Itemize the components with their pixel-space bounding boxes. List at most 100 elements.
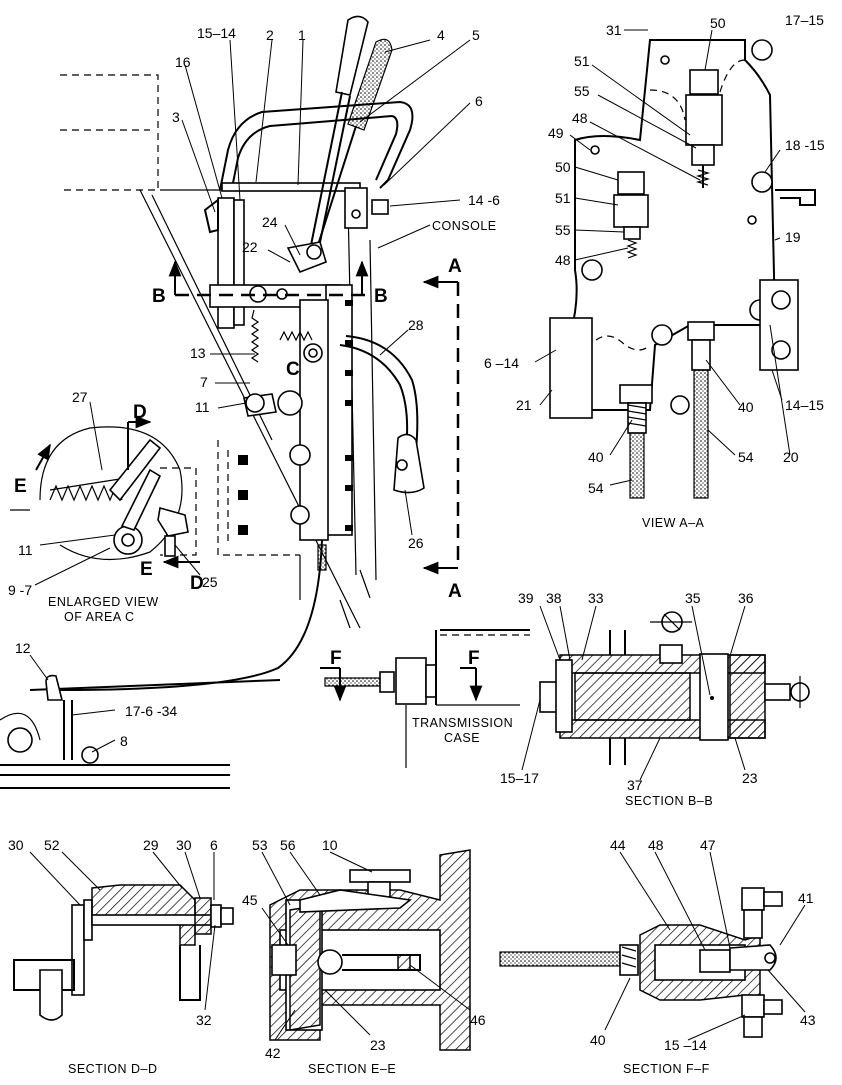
label-transmission: TRANSMISSION xyxy=(412,716,513,730)
callout-31: 31 xyxy=(606,22,622,38)
callout-1: 1 xyxy=(298,27,306,43)
label-of-area-c: OF AREA C xyxy=(64,610,135,624)
callout-51a: 51 xyxy=(574,53,590,69)
callout-32: 32 xyxy=(196,1012,212,1028)
leader-lines xyxy=(29,29,806,1041)
callout-3: 3 xyxy=(172,109,180,125)
callout-24: 24 xyxy=(262,214,278,230)
callout-48b: 48 xyxy=(555,252,571,268)
callout-10: 10 xyxy=(322,837,338,853)
callout-26: 26 xyxy=(408,535,424,551)
caption-view-aa: VIEW A–A xyxy=(642,516,705,530)
callout-14-6: 14 -6 xyxy=(468,192,500,208)
callout-6b: 6 xyxy=(210,837,218,853)
letter-f-left: F xyxy=(330,648,342,669)
section-dd xyxy=(13,884,234,1021)
callout-22: 22 xyxy=(242,239,258,255)
callout-55a: 55 xyxy=(574,83,590,99)
callout-50a: 50 xyxy=(710,15,726,31)
callout-36: 36 xyxy=(738,590,754,606)
callout-15-14: 15–14 xyxy=(197,25,236,41)
callout-17-6-34: 17-6 -34 xyxy=(125,703,177,719)
callout-11a: 11 xyxy=(195,399,210,415)
callout-4: 4 xyxy=(437,27,445,43)
callout-56: 56 xyxy=(280,837,296,853)
callout-14-15: 14–15 xyxy=(785,397,824,413)
callout-9-7: 9 -7 xyxy=(8,582,32,598)
caption-section-ff: SECTION F–F xyxy=(623,1062,710,1076)
callout-7: 7 xyxy=(200,374,208,390)
callout-2: 2 xyxy=(266,27,274,43)
callout-6-14: 6 –14 xyxy=(484,355,519,371)
callout-labels: 1 2 3 4 5 6 7 8 9 -7 11 11 12 13 14 -6 1… xyxy=(8,12,825,1061)
section-bb xyxy=(539,611,810,765)
letter-b-right: B xyxy=(374,286,388,307)
callout-48a: 48 xyxy=(572,110,588,126)
callout-33: 33 xyxy=(588,590,604,606)
callout-8: 8 xyxy=(120,733,128,749)
callout-30b: 30 xyxy=(176,837,192,853)
callout-28: 28 xyxy=(408,317,424,333)
callout-27: 27 xyxy=(72,389,88,405)
callout-11b: 11 xyxy=(18,542,33,558)
lower-linkage xyxy=(0,629,530,789)
callout-40c: 40 xyxy=(590,1032,606,1048)
letter-a-bottom: A xyxy=(448,581,462,602)
section-ee xyxy=(269,849,471,1051)
callout-29: 29 xyxy=(143,837,159,853)
letter-e-top: E xyxy=(14,476,27,497)
callout-45: 45 xyxy=(242,892,258,908)
letter-d-top: D xyxy=(133,402,147,423)
callout-40a: 40 xyxy=(588,449,604,465)
letter-c: C xyxy=(286,359,300,380)
letter-f-right: F xyxy=(468,648,480,669)
callout-5: 5 xyxy=(472,27,480,43)
section-ff xyxy=(499,887,783,1038)
callout-37: 37 xyxy=(627,777,643,793)
callout-23b: 23 xyxy=(370,1037,386,1053)
callout-49: 49 xyxy=(548,125,564,141)
callout-42: 42 xyxy=(265,1045,281,1061)
letter-e-bottom: E xyxy=(140,559,153,580)
callout-44: 44 xyxy=(610,837,626,853)
callout-30a: 30 xyxy=(8,837,24,853)
callout-46: 46 xyxy=(470,1012,486,1028)
callout-47: 47 xyxy=(700,837,716,853)
label-enlarged-view: ENLARGED VIEW xyxy=(48,595,159,609)
view-aa xyxy=(549,39,816,499)
callout-21: 21 xyxy=(516,397,532,413)
callout-54a: 54 xyxy=(588,480,604,496)
callout-15-17: 15–17 xyxy=(500,770,539,786)
callout-52: 52 xyxy=(44,837,60,853)
callout-55b: 55 xyxy=(555,222,571,238)
callout-35: 35 xyxy=(685,590,701,606)
label-console: CONSOLE xyxy=(432,219,497,233)
letter-d-bottom: D xyxy=(190,573,204,594)
section-letters: A A B B C D D E E F F xyxy=(14,256,480,669)
callout-17-15: 17–15 xyxy=(785,12,824,28)
callout-40b: 40 xyxy=(738,399,754,415)
callout-15-14b: 15 –14 xyxy=(664,1037,707,1053)
callout-38: 38 xyxy=(546,590,562,606)
label-case: CASE xyxy=(444,731,480,745)
callout-23a: 23 xyxy=(742,770,758,786)
callout-53: 53 xyxy=(252,837,268,853)
letter-b-left: B xyxy=(152,286,166,307)
callout-39: 39 xyxy=(518,590,534,606)
callout-6: 6 xyxy=(475,93,483,109)
callout-13: 13 xyxy=(190,345,206,361)
callout-19: 19 xyxy=(785,229,801,245)
callout-41: 41 xyxy=(798,890,814,906)
callout-51b: 51 xyxy=(555,190,571,206)
callout-25: 25 xyxy=(202,574,218,590)
callout-54b: 54 xyxy=(738,449,754,465)
callout-16: 16 xyxy=(175,54,191,70)
caption-section-bb: SECTION B–B xyxy=(625,794,713,808)
callout-12: 12 xyxy=(15,640,31,656)
callout-20: 20 xyxy=(783,449,799,465)
enlarged-view-c xyxy=(10,415,200,569)
callout-48c: 48 xyxy=(648,837,664,853)
callout-43: 43 xyxy=(800,1012,816,1028)
